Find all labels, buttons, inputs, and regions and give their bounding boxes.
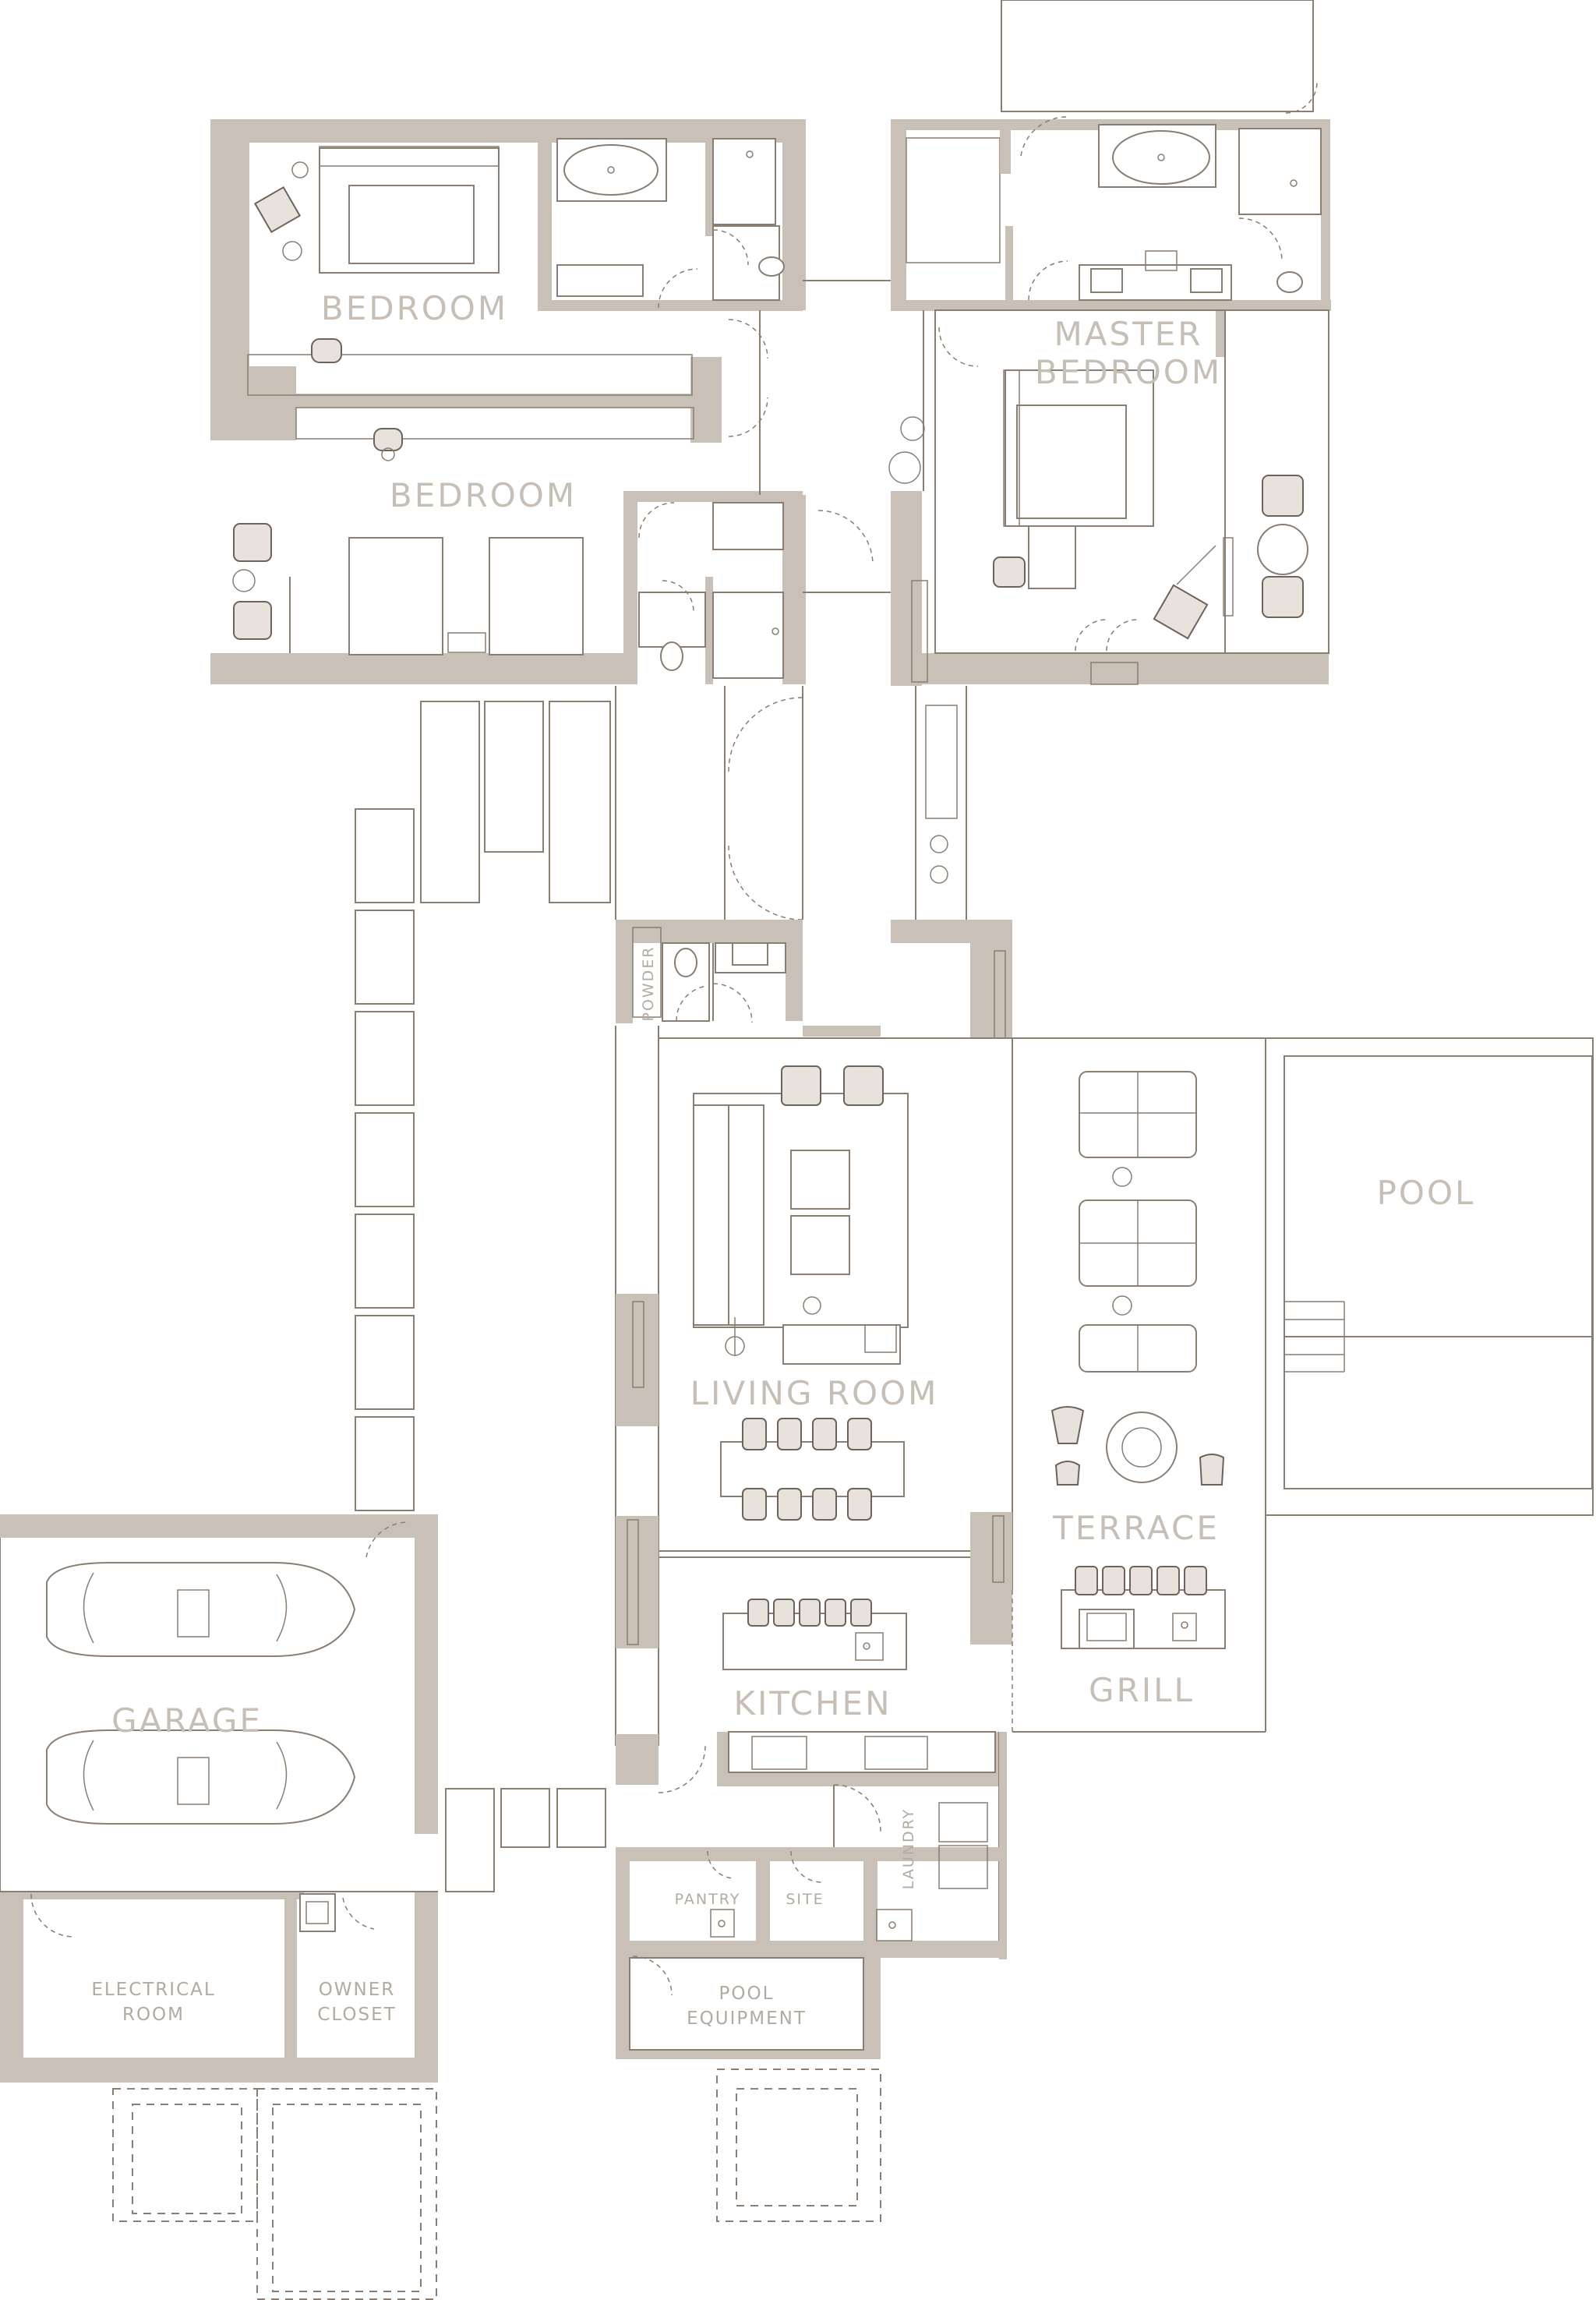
label-powder: POWDER bbox=[640, 945, 657, 1021]
room-labels: BEDROOM BEDROOM MASTER BEDROOM POWDER PO… bbox=[91, 289, 1476, 2029]
label-living-room: LIVING ROOM bbox=[690, 1374, 939, 1412]
garage bbox=[0, 1514, 606, 2300]
label-owner-line1: OWNER bbox=[319, 1980, 396, 2000]
label-laundry: LAUNDRY bbox=[900, 1808, 917, 1889]
label-kitchen: KITCHEN bbox=[734, 1684, 892, 1722]
living-core bbox=[615, 920, 1013, 2222]
label-site: SITE bbox=[786, 1891, 824, 1908]
pool bbox=[1265, 1037, 1594, 1516]
label-owner-line2: CLOSET bbox=[317, 2005, 396, 2025]
walkway bbox=[355, 686, 967, 1511]
label-pantry: PANTRY bbox=[675, 1891, 741, 1908]
label-pool-equipment-line2: EQUIPMENT bbox=[687, 2009, 807, 2029]
label-bedroom-1: BEDROOM bbox=[321, 289, 508, 327]
terrace bbox=[1012, 1037, 1266, 1733]
label-electrical-line2: ROOM bbox=[122, 2005, 185, 2025]
label-pool-equipment-line1: POOL bbox=[719, 1984, 775, 2004]
label-master-line2: BEDROOM bbox=[1035, 353, 1222, 391]
label-pool: POOL bbox=[1377, 1174, 1476, 1212]
label-master-line1: MASTER bbox=[1054, 315, 1202, 353]
bedroom-wing bbox=[210, 119, 896, 684]
label-bedroom-2: BEDROOM bbox=[390, 476, 577, 514]
master-wing bbox=[888, 0, 1331, 686]
label-grill: GRILL bbox=[1089, 1671, 1195, 1709]
label-terrace: TERRACE bbox=[1052, 1509, 1220, 1547]
label-garage: GARAGE bbox=[111, 1701, 263, 1740]
label-electrical-line1: ELECTRICAL bbox=[91, 1980, 215, 2000]
